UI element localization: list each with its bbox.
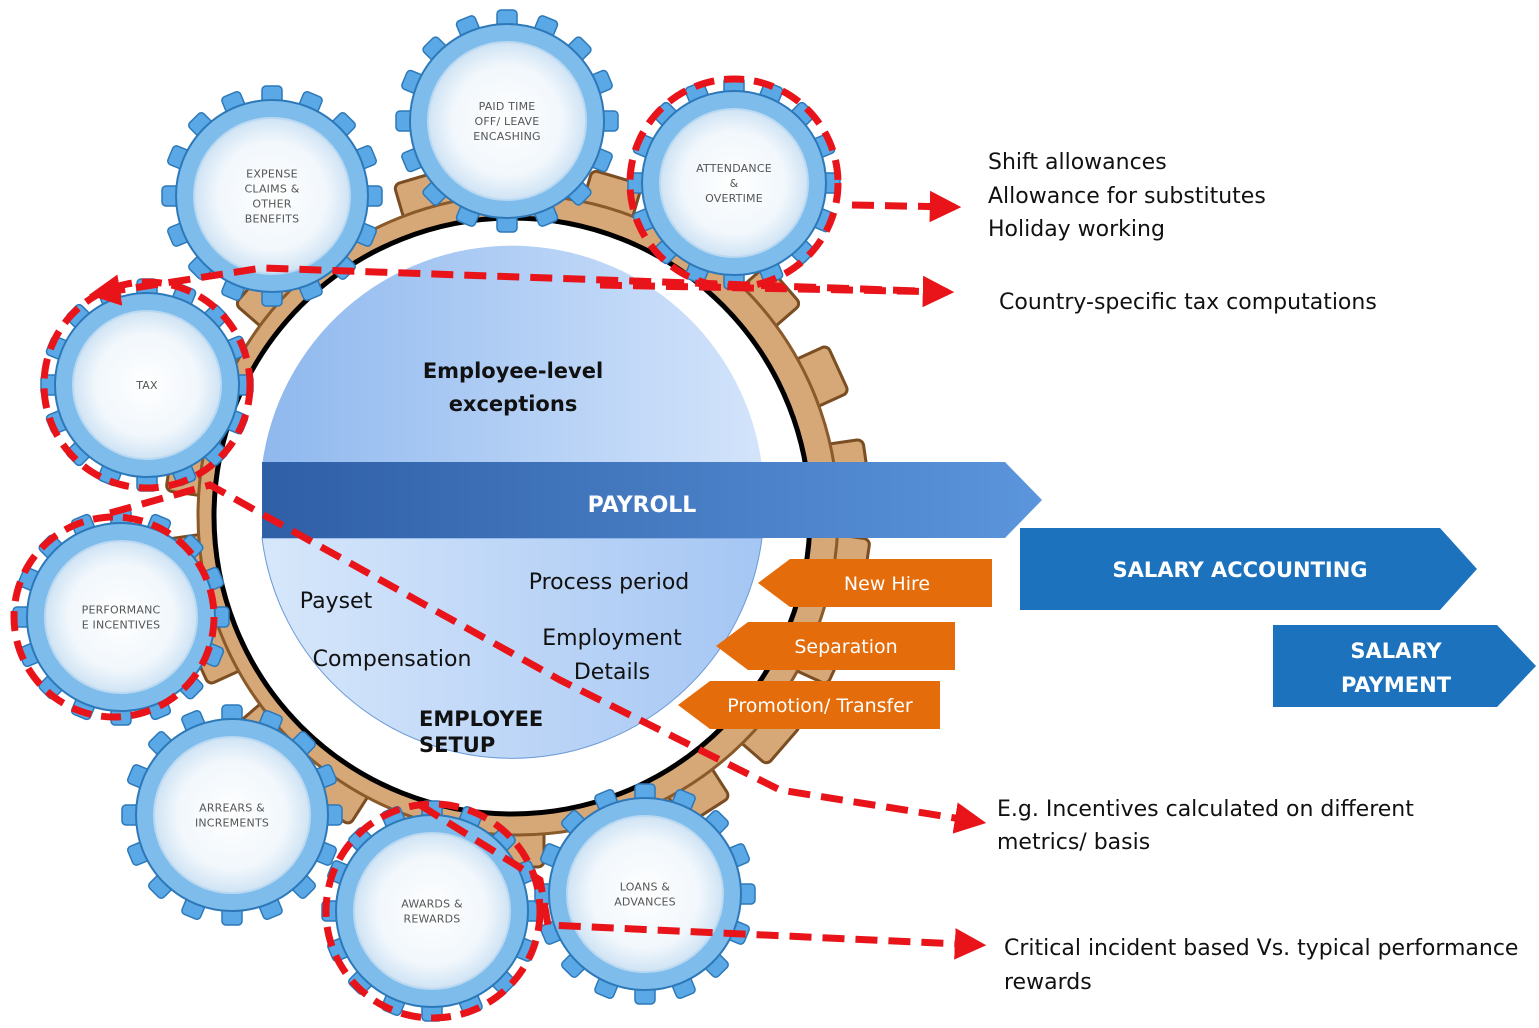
gear-label: ARREARS & — [199, 802, 265, 815]
note-shift-allowances: Shift allowances — [988, 150, 1167, 175]
process-period-label: Process period — [529, 570, 690, 595]
gear-arrears: ARREARS & INCREMENTS — [121, 704, 343, 926]
salary-accounting-arrow — [1020, 528, 1477, 610]
new-hire-label: New Hire — [844, 573, 930, 595]
gear-loans: LOANS & ADVANCES — [534, 783, 756, 1005]
gear-label: ENCASHING — [473, 130, 540, 143]
gear-label: AWARDS & — [401, 898, 463, 911]
gear-face — [659, 108, 809, 258]
gear-expense: EXPENSE CLAIMS & OTHER BENEFITS — [161, 85, 383, 307]
salary-payment-line1: SALARY — [1350, 639, 1442, 663]
note-holiday: Holiday working — [988, 217, 1165, 242]
gear-label: LOANS & — [620, 881, 671, 894]
employment-line2: Details — [574, 660, 650, 685]
gear-label: CLAIMS & — [245, 183, 300, 196]
gear-awards: AWARDS & REWARDS — [321, 800, 543, 1022]
payroll-label: PAYROLL — [588, 493, 697, 518]
gear-label: TAX — [135, 379, 158, 392]
gear-paid-time-off: PAID TIME OFF/ LEAVE ENCASHING — [395, 9, 619, 233]
note-awards-line2: rewards — [1004, 970, 1092, 995]
gear-face — [427, 41, 587, 201]
attendance-connector — [851, 190, 962, 223]
payroll-band — [262, 462, 1042, 538]
promotion-tag — [678, 681, 940, 729]
gear-label: INCREMENTS — [195, 817, 269, 830]
gear-label: OVERTIME — [705, 192, 763, 205]
gear-face — [44, 540, 198, 694]
gear-face — [193, 117, 351, 275]
payset-label: Payset — [300, 589, 373, 614]
gear-label: EXPENSE — [246, 168, 298, 181]
gear-performance: PERFORMANC E INCENTIVES — [12, 508, 230, 726]
gear-label: E INCENTIVES — [82, 619, 161, 632]
gear-label: ATTENDANCE — [696, 162, 772, 175]
separation-label: Separation — [794, 636, 897, 658]
gear-label: BENEFITS — [245, 213, 300, 226]
exceptions-line1: Employee-level — [423, 359, 603, 383]
core-bottom — [261, 537, 763, 759]
promotion-label: Promotion/ Transfer — [727, 695, 913, 717]
tax-connector-tail — [599, 275, 955, 308]
gear-face — [72, 310, 222, 460]
note-tax: Country-specific tax computations — [999, 290, 1377, 315]
separation-tag — [716, 622, 955, 670]
gear-label: OTHER — [252, 198, 291, 211]
core-top — [262, 245, 762, 466]
gear-face — [153, 736, 311, 894]
gear-label: OFF/ LEAVE — [475, 115, 540, 128]
awards-connector — [418, 802, 987, 960]
compensation-label: Compensation — [313, 647, 472, 672]
salary-accounting-label: SALARY ACCOUNTING — [1112, 558, 1367, 582]
exceptions-line2: exceptions — [449, 392, 578, 416]
gear-label: REWARDS — [404, 913, 461, 926]
gear-face — [566, 815, 724, 973]
employment-line1: Employment — [542, 626, 682, 651]
note-substitutes: Allowance for substitutes — [988, 184, 1266, 209]
performance-highlight — [10, 513, 218, 721]
note-awards-line1: Critical incident based Vs. typical perf… — [1004, 936, 1518, 961]
note-performance-line2: metrics/ basis — [997, 830, 1150, 855]
gear-attendance: ATTENDANCE & OVERTIME — [627, 76, 841, 290]
performance-connector — [109, 481, 987, 834]
gear-tax: TAX — [40, 278, 254, 492]
note-performance-line1: E.g. Incentives calculated on different — [997, 797, 1414, 822]
gear-label: ADVANCES — [614, 896, 676, 909]
awards-highlight — [322, 800, 544, 1022]
gear-label: PAID TIME — [479, 100, 536, 113]
employee-setup-line1: EMPLOYEE — [419, 707, 543, 731]
salary-payment-arrow — [1273, 625, 1536, 707]
gear-label: & — [730, 177, 739, 190]
small-gears: EXPENSE CLAIMS & OTHER BENEFITS PAID TIME OFF… — [12, 9, 841, 1022]
employee-setup-line2: SETUP — [419, 733, 495, 757]
new-hire-tag — [758, 559, 992, 607]
salary-payment-line2: PAYMENT — [1341, 673, 1452, 697]
gear-face — [353, 832, 511, 990]
tax-highlight — [40, 278, 254, 492]
tax-connector — [88, 264, 949, 306]
gear-label: PERFORMANC — [82, 604, 161, 617]
